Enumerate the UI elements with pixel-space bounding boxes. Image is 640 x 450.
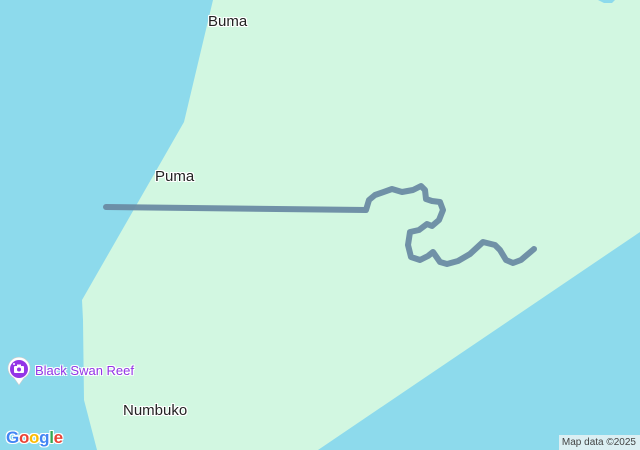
google-logo[interactable]: Google: [6, 428, 63, 448]
logo-letter: e: [53, 428, 63, 447]
poi-black-swan-reef[interactable]: Black Swan Reef: [6, 356, 134, 386]
place-label-numbuko: Numbuko: [123, 402, 188, 419]
land-area: [82, 0, 640, 450]
poi-label[interactable]: Black Swan Reef: [35, 362, 134, 378]
place-label-puma: Puma: [155, 168, 195, 185]
logo-letter: o: [18, 428, 30, 447]
logo-letter: G: [6, 428, 19, 447]
logo-letter: l: [49, 428, 54, 447]
logo-letter: g: [39, 428, 50, 447]
logo-letter: o: [29, 428, 40, 447]
place-label-buma: Buma: [208, 13, 248, 30]
camera-icon: [6, 356, 32, 386]
route-line[interactable]: [103, 183, 537, 267]
map-attribution[interactable]: Map data ©2025: [558, 435, 640, 450]
small-water-patch: [598, 0, 615, 3]
